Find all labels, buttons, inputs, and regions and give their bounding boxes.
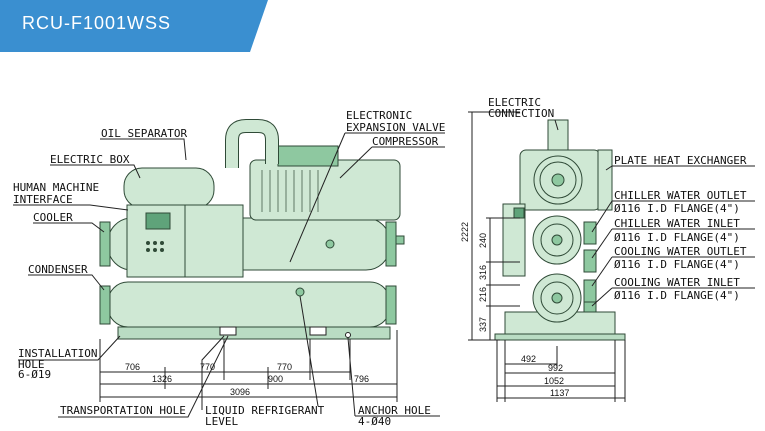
dim-316: 316 [478, 265, 488, 280]
side-view-dimensions [468, 111, 626, 402]
dim-770b: 770 [277, 362, 292, 372]
dim-992: 992 [548, 363, 563, 373]
hmi-screen [145, 212, 171, 230]
label-cooling-inlet-spec: Ø116 I.D FLANGE(4") [614, 289, 740, 302]
dim-706: 706 [125, 362, 140, 372]
compressor-motor-cap [277, 145, 339, 167]
condenser-flange-left [99, 285, 111, 325]
oil-separator-shell [123, 167, 215, 209]
model-title: RCU-F1001WSS [22, 13, 172, 33]
dim-492: 492 [521, 354, 536, 364]
label-cooling-outlet: COOLING WATER OUTLET [614, 245, 747, 258]
dim-1137: 1137 [550, 388, 569, 398]
banner-shape [0, 0, 268, 52]
label-install-line2: HOLE [18, 358, 45, 371]
dim-1052: 1052 [544, 376, 564, 386]
label-hmi-line1: HUMAN MACHINE [13, 181, 99, 194]
liquid-level-glass [295, 287, 305, 297]
label-liquid-line2: LEVEL [205, 415, 238, 428]
label-cooling-outlet-spec: Ø116 I.D FLANGE(4") [614, 258, 740, 271]
label-elec-conn-line2: CONNECTION [488, 107, 554, 120]
dim-337: 337 [478, 317, 488, 332]
label-eev-line1: ELECTRONIC [346, 109, 412, 122]
label-compressor: COMPRESSOR [372, 135, 439, 148]
label-chiller-inlet-spec: Ø116 I.D FLANGE(4") [614, 231, 740, 244]
dim-3096: 3096 [230, 387, 250, 397]
header-banner: RCU-F1001WSS [0, 0, 765, 52]
front-view-leaders [13, 132, 445, 418]
cooler-nozzle [395, 235, 405, 245]
label-plate-hx: PLATE HEAT EXCHANGER [614, 154, 747, 167]
side-view-leaders [554, 119, 755, 307]
dim-1326: 1326 [152, 374, 172, 384]
dim-796: 796 [354, 374, 369, 384]
cooler-sight-glass [325, 239, 335, 249]
label-chiller-outlet-spec: Ø116 I.D FLANGE(4") [614, 202, 740, 215]
dim-770a: 770 [200, 362, 215, 372]
label-liquid-line1: LIQUID REFRIGERANT [205, 404, 325, 417]
front-view-dimensions [99, 330, 398, 402]
label-hmi-line2: INTERFACE [13, 193, 73, 206]
condenser-flange-right [385, 285, 397, 325]
label-install-line1: INSTALLATION [18, 347, 97, 360]
dim-240: 240 [478, 233, 488, 248]
label-eev-line2: EXPANSION VALVE [346, 121, 445, 134]
dim-2222: 2222 [460, 222, 470, 242]
label-anchor-line1: ANCHOR HOLE [358, 404, 431, 417]
condenser-shell [107, 281, 391, 328]
label-install-line3: 6-Ø19 [18, 368, 51, 381]
label-anchor-line2: 4-Ø40 [358, 415, 391, 428]
side-flanges [532, 215, 597, 323]
side-pipe [547, 119, 569, 151]
cooler-flange-right [385, 221, 397, 267]
side-electric-box [502, 203, 526, 277]
side-view-machine [494, 119, 626, 341]
label-oil-separator: OIL SEPARATOR [101, 127, 187, 140]
compressor-body [249, 159, 401, 221]
cooler-flange-left [99, 221, 111, 267]
label-chiller-inlet: CHILLER WATER INLET [614, 217, 740, 230]
front-view-machine [99, 119, 405, 340]
label-condenser: CONDENSER [28, 263, 88, 276]
label-cooling-inlet: COOLING WATER INLET [614, 276, 740, 289]
label-chiller-outlet: CHILLER WATER OUTLET [614, 189, 747, 202]
label-transport-hole: TRANSPORTATION HOLE [60, 404, 186, 417]
side-base-plate [494, 333, 626, 341]
label-elec-conn-line1: ELECTRIC [488, 96, 541, 109]
label-cooler: COOLER [33, 211, 73, 224]
label-electric-box: ELECTRIC BOX [50, 153, 130, 166]
dim-900: 900 [268, 374, 283, 384]
plate-heat-exchanger [597, 149, 613, 211]
dim-216: 216 [478, 287, 488, 302]
technical-drawing: OIL SEPARATOR ELECTRIC BOX HUMAN MACHINE… [13, 96, 755, 428]
